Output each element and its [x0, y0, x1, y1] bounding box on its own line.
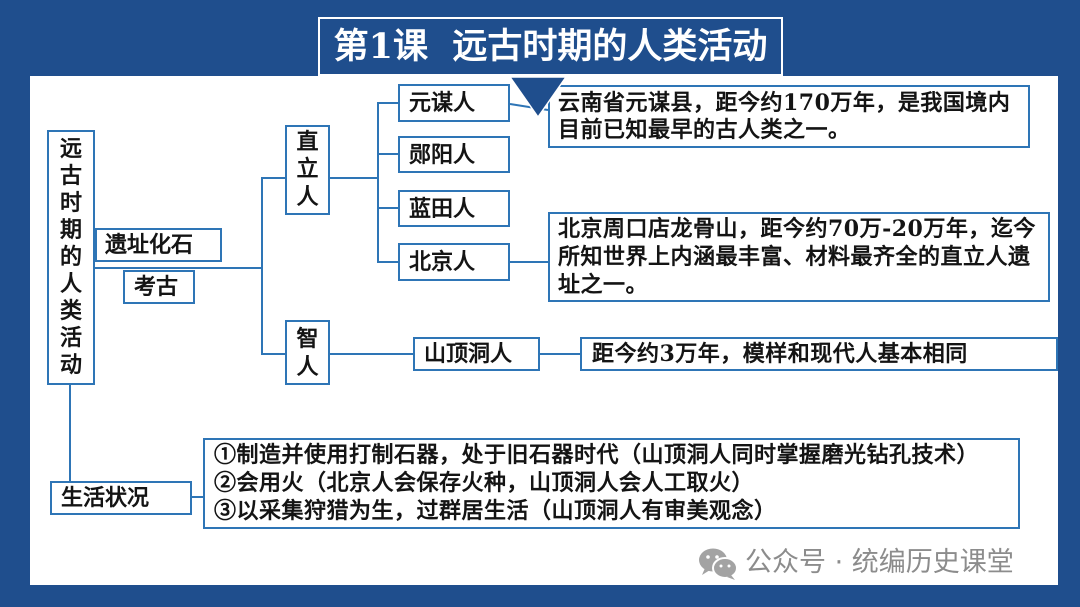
source-label-fossils: 遗址化石: [105, 232, 194, 258]
page-title: 第1课 远古时期的人类活动: [318, 17, 783, 76]
wechat-icon: [699, 548, 738, 580]
species-box-yuanmou: 元谋人: [398, 84, 510, 122]
branch-label-homo-sapiens: 智人: [296, 325, 319, 380]
source-box-archaeology: 考古: [123, 270, 195, 304]
title-pointer-triangle: [508, 76, 568, 119]
branch-box-homo-erectus: 直立人: [285, 125, 330, 215]
description-line: 北京周口店龙骨山，距今约70万-20万年，迄今: [558, 216, 1036, 242]
life-item: ②会用火（北京人会保存火种，山顶洞人会人工取火）: [214, 470, 755, 496]
species-label-yunyang: 郧阳人: [409, 141, 476, 168]
description-box-upper-cave: 距今约3万年，模样和现代人基本相同: [580, 337, 1058, 371]
description-line: 址之一。: [558, 272, 649, 298]
species-box-yunyang: 郧阳人: [398, 136, 510, 173]
life-label: 生活状况: [61, 485, 150, 511]
species-box-peking: 北京人: [398, 243, 510, 281]
life-item: ①制造并使用打制石器，处于旧石器时代（山顶洞人同时掌握磨光钻孔技术）: [214, 442, 980, 468]
species-label-lantian: 蓝田人: [409, 195, 476, 222]
description-line: 目前已知最早的古人类之一。: [558, 117, 851, 143]
species-box-lantian: 蓝田人: [398, 190, 510, 227]
root-topic-box: 远古时期的人类活动: [47, 130, 95, 385]
species-label-upper-cave: 山顶洞人: [424, 341, 513, 367]
species-label-yuanmou: 元谋人: [409, 90, 476, 116]
description-box-yuanmou: 云南省元谋县，距今约170万年，是我国境内 目前已知最早的古人类之一。: [548, 85, 1030, 148]
source-box-fossils: 遗址化石: [95, 228, 222, 262]
description-box-peking: 北京周口店龙骨山，距今约70万-20万年，迄今 所知世界上内涵最丰富、材料最齐全…: [548, 212, 1050, 302]
source-label-archaeology: 考古: [134, 274, 179, 300]
watermark-text: 公众号 · 统编历史课堂: [745, 547, 1014, 578]
branch-label-homo-erectus: 直立人: [296, 128, 319, 210]
life-item: ③以采集狩猎为生，过群居生活（山顶洞人有审美观念）: [214, 498, 777, 524]
species-box-upper-cave: 山顶洞人: [413, 337, 540, 371]
description-line: 距今约3万年，模样和现代人基本相同: [592, 341, 968, 367]
species-label-peking: 北京人: [409, 249, 476, 275]
life-details-box: ①制造并使用打制石器，处于旧石器时代（山顶洞人同时掌握磨光钻孔技术） ②会用火（…: [203, 438, 1020, 529]
description-line: 云南省元谋县，距今约170万年，是我国境内: [558, 90, 1011, 116]
life-box: 生活状况: [50, 481, 192, 515]
branch-box-homo-sapiens: 智人: [285, 320, 330, 385]
root-topic-label: 远古时期的人类活动: [60, 136, 83, 378]
description-line: 所知世界上内涵最丰富、材料最齐全的直立人遗: [558, 244, 1031, 270]
